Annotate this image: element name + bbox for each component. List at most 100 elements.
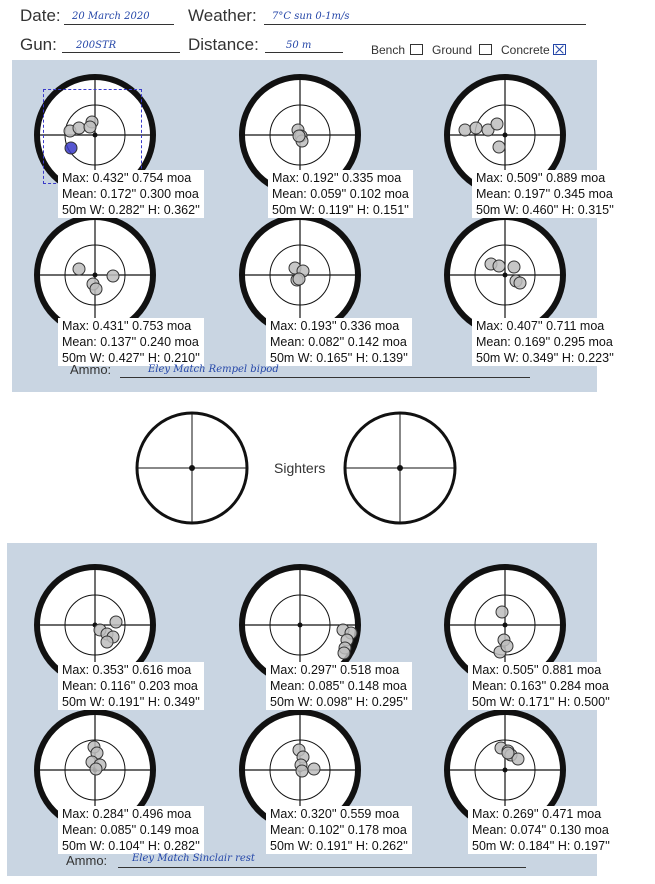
- target-center-dot: [92, 272, 98, 278]
- shot-hole: [106, 269, 120, 283]
- target-center-dot: [502, 622, 508, 628]
- target-1-1: [34, 74, 156, 196]
- stats-box-2-2: Max: 0.297'' 0.518 moa Mean: 0.085'' 0.1…: [266, 662, 412, 710]
- stat-max: Max: 0.431'' 0.753 moa: [62, 319, 192, 333]
- stat-size: 50m W: 0.171'' H: 0.500'': [472, 695, 610, 709]
- stat-max: Max: 0.505'' 0.881 moa: [472, 663, 602, 677]
- stat-mean: Mean: 0.116'' 0.203 moa: [62, 679, 198, 693]
- ammo-value-1[interactable]: Eley Match Rempel bipod: [148, 364, 279, 375]
- stat-size: 50m W: 0.119'' H: 0.151'': [272, 203, 409, 217]
- sighter-center-dot: [189, 465, 195, 471]
- stat-max: Max: 0.320'' 0.559 moa: [270, 807, 400, 821]
- target-center-dot: [502, 272, 508, 278]
- target-1-4: [34, 214, 156, 336]
- shot-hole: [495, 605, 509, 619]
- stat-size: 50m W: 0.349'' H: 0.223'': [476, 351, 614, 365]
- stat-mean: Mean: 0.082'' 0.142 moa: [270, 335, 407, 349]
- date-underline: [64, 24, 174, 25]
- stat-max: Max: 0.269'' 0.471 moa: [472, 807, 602, 821]
- bench-checkbox[interactable]: [410, 44, 423, 55]
- shot-hole: [292, 272, 306, 286]
- distance-label: Distance:: [188, 35, 259, 54]
- shot-hole: [292, 129, 306, 143]
- shot-hole: [513, 276, 527, 290]
- gun-value[interactable]: 200STR: [76, 40, 117, 51]
- concrete-label: Concrete: [501, 43, 550, 57]
- sighter-center-dot: [397, 465, 403, 471]
- stat-mean: Mean: 0.169'' 0.295 moa: [476, 335, 613, 349]
- stat-size: 50m W: 0.191'' H: 0.349'': [62, 695, 200, 709]
- shot-hole: [490, 117, 504, 131]
- date-value[interactable]: 20 March 2020: [72, 11, 150, 22]
- stats-box-1-2: Max: 0.192'' 0.335 moa Mean: 0.059'' 0.1…: [268, 170, 413, 218]
- gun-label: Gun:: [20, 35, 57, 54]
- weather-underline: [264, 24, 586, 25]
- shot-hole: [307, 762, 321, 776]
- sighters-label: Sighters: [274, 460, 326, 476]
- stat-size: 50m W: 0.165'' H: 0.139'': [270, 351, 408, 365]
- concrete-checkbox[interactable]: [553, 44, 566, 55]
- sighter-target-2: [343, 411, 457, 525]
- gun-underline: [62, 52, 180, 53]
- stat-mean: Mean: 0.197'' 0.345 moa: [476, 187, 613, 201]
- shot-hole: [72, 262, 86, 276]
- stats-box-1-6: Max: 0.407'' 0.711 moa Mean: 0.169'' 0.2…: [472, 318, 618, 366]
- shot-hole: [89, 282, 103, 296]
- shot-hole: [64, 141, 78, 155]
- shot-hole: [100, 635, 114, 649]
- ammo-value-2[interactable]: Eley Match Sinclair rest: [132, 853, 255, 864]
- weather-label: Weather:: [188, 6, 257, 25]
- shot-hole: [89, 762, 103, 776]
- stat-mean: Mean: 0.102'' 0.178 moa: [270, 823, 407, 837]
- shot-hole: [492, 140, 506, 154]
- stats-box-2-4: Max: 0.284'' 0.496 moa Mean: 0.085'' 0.1…: [58, 806, 204, 854]
- stat-mean: Mean: 0.163'' 0.284 moa: [472, 679, 609, 693]
- target-1-3: [444, 74, 566, 196]
- stat-max: Max: 0.432'' 0.754 moa: [62, 171, 192, 185]
- stats-box-2-5: Max: 0.320'' 0.559 moa Mean: 0.102'' 0.1…: [266, 806, 412, 854]
- stat-max: Max: 0.353'' 0.616 moa: [62, 663, 192, 677]
- stat-size: 50m W: 0.191'' H: 0.262'': [270, 839, 408, 853]
- stat-mean: Mean: 0.085'' 0.148 moa: [270, 679, 407, 693]
- target-2-6: [444, 709, 566, 831]
- shot-hole: [511, 752, 525, 766]
- shot-hole: [295, 764, 309, 778]
- target-center-dot: [502, 767, 508, 773]
- stats-box-2-6: Max: 0.269'' 0.471 moa Mean: 0.074'' 0.1…: [468, 806, 614, 854]
- stat-size: 50m W: 0.460'' H: 0.315'': [476, 203, 614, 217]
- distance-underline: [265, 52, 343, 53]
- stat-mean: Mean: 0.172'' 0.300 moa: [62, 187, 199, 201]
- target-center-dot: [297, 622, 303, 628]
- ammo-label-1: Ammo:: [70, 362, 112, 377]
- shot-hole: [83, 120, 97, 134]
- distance-value[interactable]: 50 m: [286, 40, 312, 51]
- ammo-label-2: Ammo:: [66, 853, 108, 868]
- stat-size: 50m W: 0.427'' H: 0.210'': [62, 351, 200, 365]
- target-center-dot: [502, 132, 508, 138]
- stat-max: Max: 0.297'' 0.518 moa: [270, 663, 400, 677]
- stat-max: Max: 0.192'' 0.335 moa: [272, 171, 402, 185]
- bench-label: Bench: [371, 43, 406, 57]
- stat-mean: Mean: 0.085'' 0.149 moa: [62, 823, 199, 837]
- stat-size: 50m W: 0.104'' H: 0.282'': [62, 839, 200, 853]
- shot-hole: [109, 615, 123, 629]
- shot-hole: [469, 121, 483, 135]
- stat-mean: Mean: 0.137'' 0.240 moa: [62, 335, 199, 349]
- stat-mean: Mean: 0.074'' 0.130 moa: [472, 823, 609, 837]
- stat-max: Max: 0.407'' 0.711 moa: [476, 319, 605, 333]
- shot-hole: [492, 259, 506, 273]
- sighter-target-1: [135, 411, 249, 525]
- stat-max: Max: 0.284'' 0.496 moa: [62, 807, 192, 821]
- shot-hole: [458, 123, 472, 137]
- stat-size: 50m W: 0.282'' H: 0.362'': [62, 203, 200, 217]
- stat-max: Max: 0.509'' 0.889 moa: [476, 171, 606, 185]
- ground-checkbox[interactable]: [479, 44, 492, 55]
- shot-hole: [481, 123, 495, 137]
- shot-hole: [501, 746, 515, 760]
- weather-value[interactable]: 7°C sun 0-1m/s: [272, 11, 350, 22]
- stats-box-1-1: Max: 0.432'' 0.754 moa Mean: 0.172'' 0.3…: [58, 170, 204, 218]
- stats-box-1-3: Max: 0.509'' 0.889 moa Mean: 0.197'' 0.3…: [472, 170, 618, 218]
- stat-max: Max: 0.193'' 0.336 moa: [270, 319, 400, 333]
- ground-label: Ground: [432, 43, 473, 57]
- target-center-dot: [92, 132, 98, 138]
